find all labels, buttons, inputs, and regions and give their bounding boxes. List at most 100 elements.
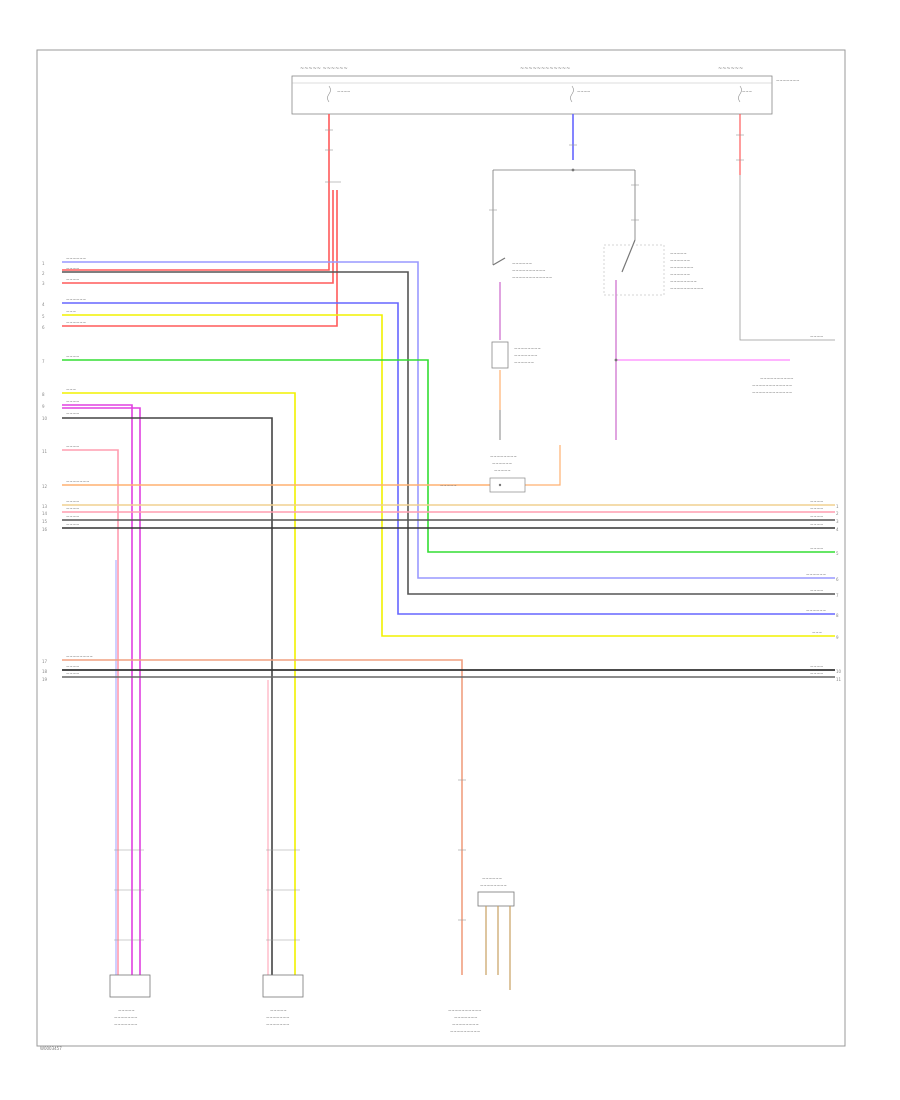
svg-text:~~~~: ~~~~: [66, 399, 79, 404]
sensor-center-label: ~~~~~~~~: [490, 454, 517, 459]
wire-yellow-1: [62, 314, 835, 637]
wire-orange-label: ~~~~~: [440, 483, 457, 488]
svg-text:~~~~: ~~~~: [810, 499, 823, 504]
connector-left-label-3: ~~~~~~~: [114, 1022, 137, 1027]
switch-right-label-5: ~~~~~~~~: [670, 279, 697, 284]
connector-right-label-3: ~~~~~~~: [266, 1022, 289, 1027]
sensor-left-label: ~~~~~~~~: [514, 346, 541, 351]
svg-text:~~~~: ~~~~: [66, 506, 79, 511]
diagram-frame: [36, 49, 846, 1047]
wire-violet-1: [62, 404, 133, 975]
svg-text:1: 1: [42, 261, 45, 266]
svg-text:2: 2: [836, 511, 839, 516]
svg-text:~~~~: ~~~~: [66, 499, 79, 504]
sensor-center-box: [489, 477, 526, 493]
wire-green: [62, 359, 835, 553]
svg-text:8: 8: [836, 613, 839, 618]
svg-text:~~~~~~: ~~~~~~: [806, 572, 826, 577]
fuse-symbol-3: [738, 85, 742, 103]
svg-text:3: 3: [836, 519, 839, 524]
svg-text:10: 10: [42, 416, 48, 421]
module-bottom-label-2: ~~~~~~~~: [480, 883, 507, 888]
wire-dark-1: [62, 271, 835, 595]
fuse-2-label: ~~~~: [577, 89, 590, 94]
svg-text:14: 14: [42, 511, 48, 516]
fuse-box-label-3: ~~~~~~: [718, 66, 743, 72]
connector-right-label-2: ~~~~~~~: [266, 1015, 289, 1020]
svg-text:9: 9: [42, 404, 45, 409]
svg-text:~~~~~~~: ~~~~~~~: [66, 479, 89, 484]
fuse-symbol-2: [570, 85, 574, 103]
svg-text:~~~~: ~~~~: [66, 277, 79, 282]
connector-right-label: ~~~~~: [270, 1008, 287, 1013]
fuse-1-label: ~~~~: [337, 89, 350, 94]
wire-orange-through: [62, 659, 463, 975]
wire-pink-1: [62, 449, 119, 975]
svg-text:9: 9: [836, 635, 839, 640]
module-bottom-label-4: ~~~~~~~: [454, 1015, 477, 1020]
module-right-label-2: ~~~~~~~~~~~~: [752, 383, 792, 388]
svg-text:~~~~: ~~~~: [66, 444, 79, 449]
svg-text:6: 6: [42, 325, 45, 330]
svg-text:~~~~: ~~~~: [810, 514, 823, 519]
svg-text:~~~~: ~~~~: [66, 411, 79, 416]
svg-text:11: 11: [42, 449, 48, 454]
svg-text:~~~~~~~~: ~~~~~~~~: [66, 654, 93, 659]
svg-text:~~~~: ~~~~: [810, 334, 823, 339]
fuse-box: [291, 75, 773, 115]
sensor-center-label-2: ~~~~~~: [492, 461, 512, 466]
fuse-symbol-1: [327, 85, 331, 103]
svg-text:~~~~: ~~~~: [810, 522, 823, 527]
module-right-label-3: ~~~~~~~~~~~~: [752, 390, 792, 395]
module-right-label: ~~~~~~~~~~: [760, 376, 794, 381]
module-bottom-wires: [485, 906, 511, 990]
svg-text:~~~: ~~~: [66, 387, 76, 392]
module-bottom: [477, 891, 515, 907]
wire-lightblue-1: [62, 261, 835, 579]
svg-text:10: 10: [836, 669, 842, 674]
svg-text:16: 16: [42, 527, 48, 532]
svg-text:6: 6: [836, 577, 839, 582]
svg-text:8: 8: [42, 392, 45, 397]
svg-text:13: 13: [42, 504, 48, 509]
connector-ticks: [114, 129, 744, 941]
fuse-box-label-1: ~~~~~ ~~~~~~: [300, 66, 348, 72]
connector-left-label: ~~~~~: [118, 1008, 135, 1013]
wire-violet-2: [62, 407, 141, 975]
sensor-box-left: [491, 341, 509, 369]
svg-text:~~~~: ~~~~: [810, 588, 823, 593]
wire-orange-2: [525, 445, 561, 486]
svg-text:4: 4: [42, 302, 45, 307]
switch-right-box: [603, 244, 665, 296]
footer-code: W0003457: [40, 1046, 62, 1051]
svg-text:7: 7: [836, 593, 839, 598]
connector-left-label-2: ~~~~~~~: [114, 1015, 137, 1020]
wire-dark-2: [62, 417, 273, 975]
left-pin-labels: 1 2 3 4 5 6 7 8 9 10 11 12 13 14 15 16 1…: [42, 261, 48, 682]
svg-text:~~~~~~: ~~~~~~: [66, 320, 86, 325]
svg-text:~~~~~~: ~~~~~~: [66, 297, 86, 302]
fuse-3-label: ~~~: [742, 89, 752, 94]
svg-text:~~~~: ~~~~: [810, 664, 823, 669]
wire-red-feed: [62, 114, 338, 327]
switch-right-label-6: ~~~~~~~~~~: [670, 286, 704, 291]
svg-text:11: 11: [836, 677, 842, 682]
svg-text:~~~~: ~~~~: [66, 266, 79, 271]
svg-text:18: 18: [42, 669, 48, 674]
connector-left-front: [109, 974, 151, 998]
wire-yellow-2: [62, 392, 296, 975]
fuse-box-label-2: ~~~~~~~~~~~~: [520, 66, 570, 72]
svg-text:15: 15: [42, 519, 48, 524]
svg-text:~~~~~~: ~~~~~~: [66, 256, 86, 261]
sensor-center-label-3: ~~~~~: [494, 468, 511, 473]
svg-text:~~~~: ~~~~: [66, 514, 79, 519]
switch-right-label-2: ~~~~~~: [670, 258, 690, 263]
switch-left: [492, 257, 506, 440]
module-bottom-label-3: ~~~~~~~~~~: [448, 1008, 482, 1013]
svg-text:5: 5: [836, 551, 839, 556]
svg-text:19: 19: [42, 677, 48, 682]
svg-text:~~~~~~: ~~~~~~: [806, 608, 826, 613]
svg-text:7: 7: [42, 359, 45, 364]
right-pin-labels: 1 2 3 4 5 6 7 8 9 10 11: [836, 504, 842, 682]
